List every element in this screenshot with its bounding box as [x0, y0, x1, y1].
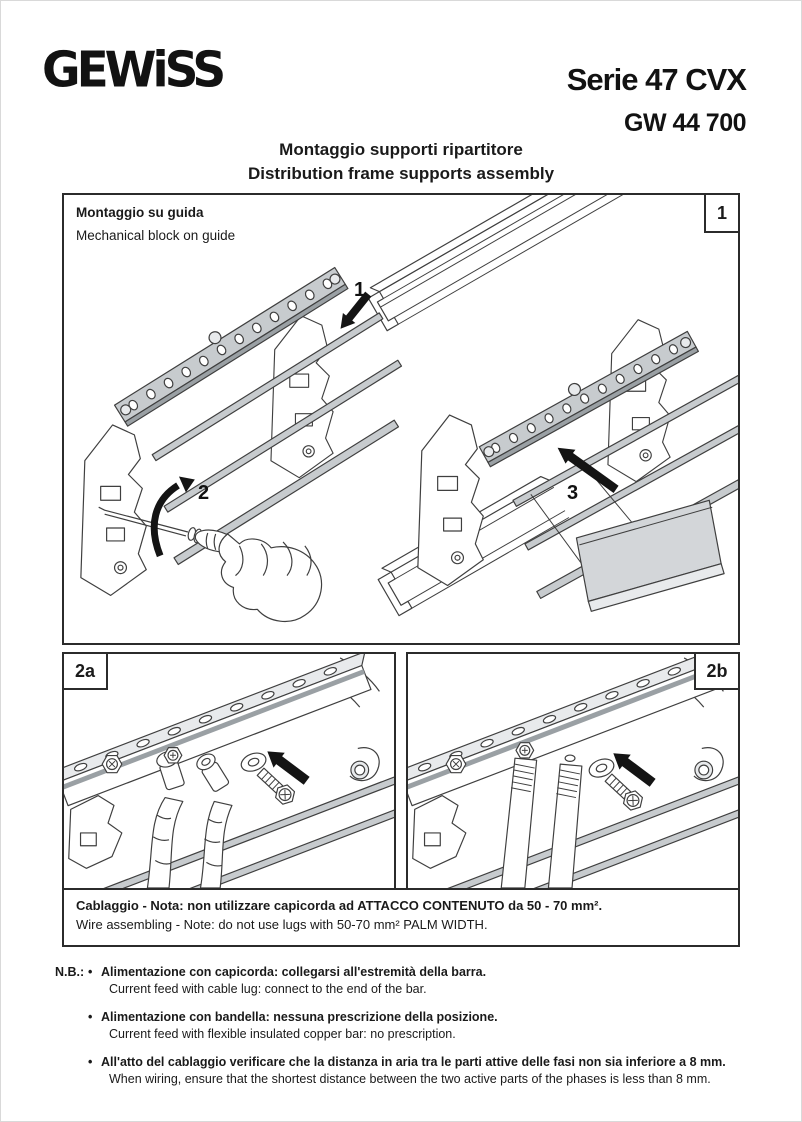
cover-plate-drawing — [575, 499, 725, 612]
note-3-italian: All'atto del cablaggio verificare che la… — [101, 1055, 726, 1069]
step-1-arrow — [340, 291, 372, 329]
panel-1-mounting-on-guide: 1 Montaggio su guida Mechanical block on… — [62, 193, 740, 645]
nb-label: N.B.: — [55, 965, 85, 979]
copper-straps-drawing — [500, 742, 583, 888]
note-item-1: N.B.: • Alimentazione con capicorda: col… — [55, 964, 755, 998]
perforated-bar-drawing — [113, 266, 349, 427]
cable-lugs-drawing — [146, 747, 233, 888]
panel-1-heading-italian: Montaggio su guida — [76, 205, 204, 220]
screw-drawing — [604, 773, 643, 811]
step-3-label: 3 — [567, 482, 579, 504]
doc-title-italian: Montaggio supporti ripartitore — [279, 140, 523, 159]
note-3-english: When wiring, ensure that the shortest di… — [109, 1072, 711, 1086]
bullet-icon: • — [88, 965, 93, 979]
panel-2a-cable-lug-wiring: 2a — [62, 652, 396, 890]
direction-arrow — [267, 751, 310, 785]
panel-1-heading-english: Mechanical block on guide — [76, 228, 236, 243]
hand-screwdriver-drawing — [98, 506, 323, 622]
frame-assembly-left-drawing — [80, 266, 403, 597]
assembly-on-guide-drawing — [80, 195, 738, 622]
busbar-rail-drawing — [408, 654, 716, 807]
note-item-2: • Alimentazione con bandella: nessuna pr… — [55, 1009, 755, 1043]
wiring-note-english: Wire assembling - Note: do not use lugs … — [76, 917, 488, 932]
step-1-label: 1 — [354, 279, 366, 301]
busbar-rail-drawing — [64, 654, 372, 807]
note-2-english: Current feed with flexible insulated cop… — [109, 1027, 456, 1041]
nb-notes: N.B.: • Alimentazione con capicorda: col… — [55, 964, 755, 1099]
note-item-3: • All'atto del cablaggio verificare che … — [55, 1054, 755, 1088]
step-2-arrow — [150, 482, 180, 558]
screw-drawing — [256, 767, 296, 805]
note-1-italian: Alimentazione con capicorda: collegarsi … — [101, 965, 487, 979]
note-1-english: Current feed with cable lug: connect to … — [109, 982, 427, 996]
washer-drawing — [240, 752, 267, 772]
note-2-italian: Alimentazione con bandella: nessuna pres… — [101, 1010, 498, 1024]
panel-2b-badge: 2b — [694, 652, 740, 690]
step-2-label: 2 — [198, 482, 210, 504]
panel-2a-badge: 2a — [62, 652, 108, 690]
series-title: Serie 47 CVX — [566, 62, 747, 97]
cable-lug-drawing — [64, 654, 394, 888]
wiring-note-box: Cablaggio - Nota: non utilizzare capicor… — [62, 888, 740, 947]
product-code: GW 44 700 — [624, 109, 746, 137]
bullet-icon: • — [88, 1055, 93, 1069]
copper-strap-drawing — [408, 654, 738, 888]
perforated-bar-drawing — [478, 330, 699, 468]
step-3-arrow — [557, 447, 619, 494]
direction-arrow — [613, 753, 656, 787]
panel-1-badge: 1 — [704, 193, 740, 233]
washer-drawing — [588, 758, 615, 778]
bullet-icon: • — [88, 1010, 93, 1024]
doc-title-english: Distribution frame supports assembly — [247, 164, 555, 183]
wiring-note-italian: Cablaggio - Nota: non utilizzare capicor… — [76, 898, 603, 913]
gewiss-logo: GEWiSS — [42, 41, 226, 100]
din-rail-drawing — [367, 195, 678, 332]
panel-2b-copper-strap-wiring: 2b — [406, 652, 740, 890]
